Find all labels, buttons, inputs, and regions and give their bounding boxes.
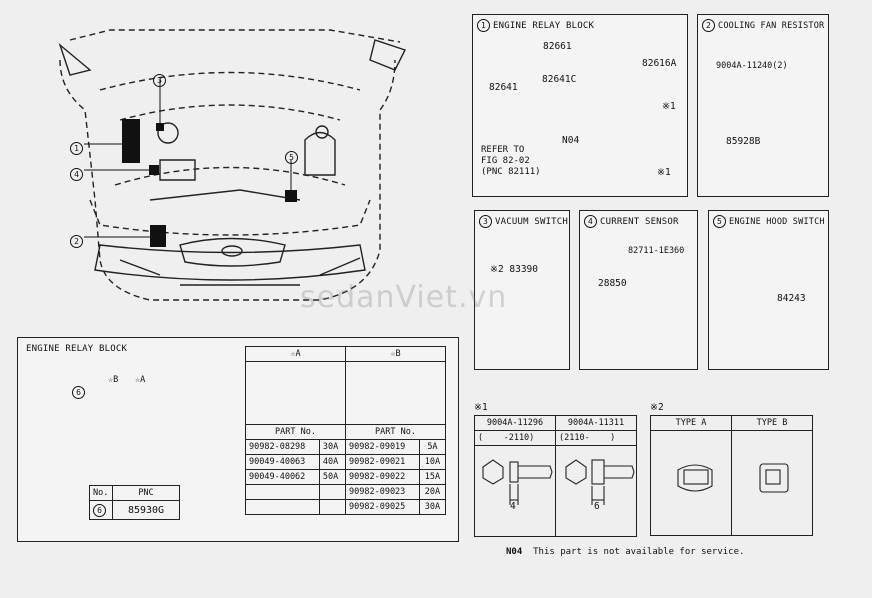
part-83390: ※2 83390 xyxy=(490,264,538,275)
part-9004a-11240: 9004A-11240(2) xyxy=(716,61,788,71)
switch-type-table: TYPE A TYPE B xyxy=(650,415,813,536)
refer-line-2: FIG 82-02 xyxy=(481,156,530,166)
type-b-image xyxy=(731,430,813,536)
fuse-b-part: 90982-09023 xyxy=(345,484,420,500)
bolt-dim-1: 4 xyxy=(510,501,516,512)
fuse-a-amp: 40A xyxy=(318,454,347,470)
fuse-b-amp: 15A xyxy=(418,469,447,485)
callout-6: 6 xyxy=(72,382,88,401)
bolt-part-1: 9004A-11296 xyxy=(474,415,556,431)
note2-mark: ※2 xyxy=(650,402,664,413)
refer-line-3: (PNC 82111) xyxy=(481,167,541,177)
fuse-header-b: ☆B xyxy=(345,346,446,362)
part-82616a: 82616A xyxy=(642,58,677,69)
no-header: No. xyxy=(89,485,113,501)
part-82711-1e360: 82711-1E360 xyxy=(628,246,685,256)
star-b-label: ☆B xyxy=(108,375,119,385)
note1-mark: ※1 xyxy=(474,402,488,413)
pnc-value: 85930G xyxy=(112,500,180,520)
type-b-header: TYPE B xyxy=(731,415,813,431)
callout-1: 1 xyxy=(70,138,86,157)
part-28850: 28850 xyxy=(598,278,627,289)
part-82661: 82661 xyxy=(543,41,572,52)
fuse-b-amp: 10A xyxy=(418,454,447,470)
star-a-label: ☆A xyxy=(135,375,146,385)
watermark: sedanViet.vn xyxy=(300,280,508,315)
part-82641c: 82641C xyxy=(542,74,577,85)
fuse-a-amp: 30A xyxy=(318,439,347,455)
part-82641: 82641 xyxy=(489,82,518,93)
fuse-b-amp: 5A xyxy=(418,439,447,455)
type-a-header: TYPE A xyxy=(650,415,732,431)
fuse-header-a: ☆A xyxy=(245,346,346,362)
bolt-table: 9004A-11296 9004A-11311 ( -2110) (2110- … xyxy=(474,415,637,537)
bolt-range-2: (2110- ) xyxy=(555,430,637,446)
mark-note1-bolt: ※1 xyxy=(662,101,676,112)
fuse-image-a xyxy=(245,361,346,425)
part-n04: N04 xyxy=(562,135,580,146)
fuse-a-amp xyxy=(318,484,347,500)
callout-5: 5 xyxy=(285,147,301,166)
fuse-a-part: 90049-40062 xyxy=(245,469,320,485)
bolt-image-2 xyxy=(555,445,637,537)
fuse-b-amp: 30A xyxy=(418,499,447,515)
callout-2: 2 xyxy=(70,231,86,250)
refer-line-1: REFER TO xyxy=(481,145,525,155)
type-a-image xyxy=(650,430,732,536)
fuse-b-part: 90982-09022 xyxy=(345,469,420,485)
fuse-a-amp xyxy=(318,499,347,515)
bolt-part-2: 9004A-11311 xyxy=(555,415,637,431)
bolt-image-1 xyxy=(474,445,556,537)
bolt-range-1: ( -2110) xyxy=(474,430,556,446)
fuse-a-part: 90982-08298 xyxy=(245,439,320,455)
panel-title: ENGINE RELAY BLOCK xyxy=(26,344,128,354)
footnote: N04 This part is not available for servi… xyxy=(506,547,745,557)
fuse-b-part: 90982-09019 xyxy=(345,439,420,455)
fuse-a-part xyxy=(245,499,320,515)
part-no-header-b: PART No. xyxy=(345,424,446,440)
fuse-a-amp: 50A xyxy=(318,469,347,485)
part-84243: 84243 xyxy=(777,293,806,304)
fuse-b-part: 90982-09025 xyxy=(345,499,420,515)
callout-3: 3 xyxy=(153,70,169,89)
callout-4: 4 xyxy=(70,164,86,183)
fuse-b-part: 90982-09021 xyxy=(345,454,420,470)
fuse-b-amp: 20A xyxy=(418,484,447,500)
no-value: 6 xyxy=(89,500,113,520)
pnc-header: PNC xyxy=(112,485,180,501)
bolt-dim-2: 6 xyxy=(594,501,600,512)
part-no-header-a: PART No. xyxy=(245,424,346,440)
fuse-a-part: 90049-40063 xyxy=(245,454,320,470)
fuse-image-b xyxy=(345,361,446,425)
mark-note1-bolt-2: ※1 xyxy=(657,167,671,178)
fuse-a-part xyxy=(245,484,320,500)
part-85928b: 85928B xyxy=(726,136,761,147)
